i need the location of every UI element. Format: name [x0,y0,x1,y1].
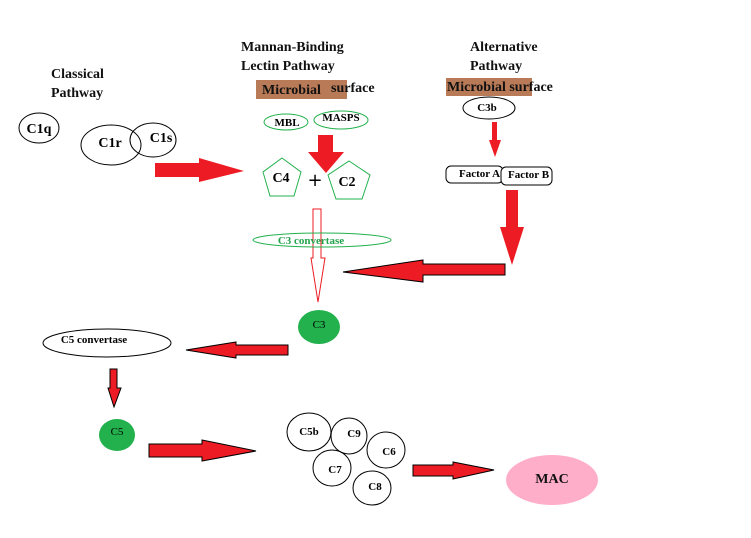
c3-node [298,310,340,344]
masps-node [313,110,369,130]
c6-node [366,431,406,469]
mac-label: MAC [535,472,568,487]
alternative-microbial-surface-box [446,78,532,96]
c1r-label: C1r [98,136,121,151]
c1q-node [18,112,60,144]
factor-a-label: Factor A [459,168,500,180]
arrow-complex-to-mac [412,461,495,480]
c4-pentagon [262,157,302,197]
c3-label: C3 [313,319,326,331]
c5-label: C5 [111,426,124,438]
arrow-c5-to-complex [148,439,257,462]
masps-label: MASPS [322,112,359,124]
arrow-classical-to-c4c2 [155,158,244,182]
arrow-lectin-to-c4c2 [308,135,344,173]
arrow-c3b-to-factors [489,122,501,157]
factor-b-node [500,166,553,186]
lectin-surface-part1: Microbial [262,83,321,98]
c1r-node [80,124,142,166]
alternative-title-line2: Pathway [470,59,522,74]
hollow-arrow-to-c3 [310,208,326,303]
c3-convertase-node [252,232,392,248]
lectin-title-line1: Mannan-Binding [241,40,344,55]
c3b-node [462,96,516,120]
lectin-surface-part2: surface [331,81,375,96]
lectin-title-line2: Lectin Pathway [241,59,335,74]
mbl-label: MBL [274,117,299,129]
c2-pentagon [327,160,371,200]
alternative-surface-label: Microbial surface [447,80,553,95]
c9-label: C9 [347,428,361,440]
alternative-title-line1: Alternative [470,40,538,55]
classical-title-line1: Classical [51,67,104,82]
c5-convertase-label: C5 convertase [61,334,127,346]
arrow-alternative-to-c3 [342,259,506,283]
c8-node [352,470,392,506]
factor-b-label: Factor B [508,169,550,181]
classical-title-line2: Pathway [51,86,103,101]
mbl-node [263,113,309,131]
c7-label: C7 [328,464,342,476]
c6-label: C6 [382,446,396,458]
c2-label: C2 [338,175,355,190]
c3b-label: C3b [477,102,497,114]
lectin-microbial-surface-box [256,80,347,99]
c8-label: C8 [368,481,382,493]
arrow-c5-convertase-to-c5 [107,368,122,409]
arrow-c3-to-c5-convertase [185,341,289,359]
c5-convertase-node [42,328,172,358]
c9-node [330,417,368,455]
c5-node [99,419,135,451]
c1s-label: C1s [150,131,173,146]
mac-node [506,455,598,505]
c1q-label: C1q [27,122,52,137]
arrow-factors-down [500,190,524,265]
c7-node [312,449,352,487]
plus-sign: + [307,170,322,191]
c5b-label: C5b [299,426,319,438]
c1s-node [129,122,177,158]
c4-label: C4 [272,171,289,186]
c3-convertase-label: C3 convertase [278,235,344,247]
